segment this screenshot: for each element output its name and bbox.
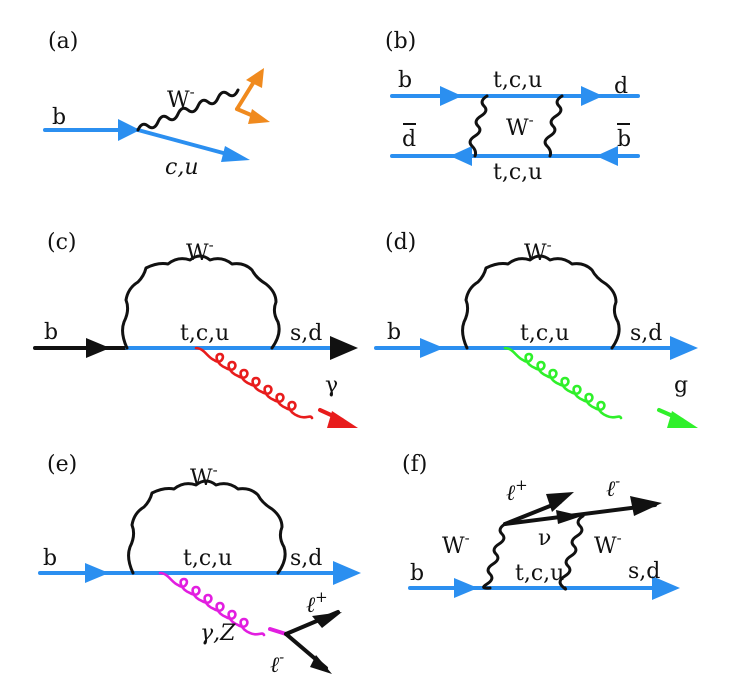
panel-b-bbar-label: b: [617, 127, 631, 152]
panel-d-tcu-label: t,c,u: [520, 321, 569, 346]
panel-d-b-arrow: [420, 338, 444, 358]
panel-b-top-tcu-label: t,c,u: [493, 68, 542, 93]
panel-f-b-label: b: [410, 561, 424, 586]
panel-f-neutrino-arrow: [556, 510, 582, 524]
panel-b-bottom-arrow-right: [596, 146, 618, 166]
panel-a-w-boson: [136, 88, 240, 132]
panel-e-w-boson-loop: [127, 479, 287, 575]
panel-b-w-label: W-: [506, 111, 534, 141]
panel-c-photon-arrow: [327, 411, 358, 428]
panel-f-sd-arrow: [652, 576, 680, 600]
panel-e-gz-tail: [268, 627, 288, 636]
panel-d-sd-arrow: [670, 336, 698, 360]
panel-d-gluon-arrow: [667, 411, 698, 428]
panel-b-w-boson-right: [543, 94, 564, 158]
panel-f-lepton-minus-label: ℓ-: [606, 472, 620, 502]
panel-f-lepton-line: [503, 503, 657, 526]
panel-e-b-label: b: [43, 546, 57, 571]
panel-e-sd-arrow: [333, 561, 361, 585]
panel-f-tag: (f): [402, 452, 427, 477]
panel-e-w-label: W-: [190, 461, 218, 491]
panel-e-lepton-plus-label: ℓ+: [306, 588, 328, 618]
panel-a-decay-up-arrow: [246, 68, 264, 88]
panel-c-b-quark-arrow: [86, 338, 110, 358]
panel-e-sd-label: s,d: [290, 546, 322, 571]
panel-f-nu-label: ν: [538, 526, 551, 551]
panel-b-tag: (b): [385, 29, 416, 54]
panel-c-sd-label: s,d: [290, 321, 322, 346]
panel-a-cu-quark-arrow: [221, 146, 250, 162]
panel-a-b-label: b: [52, 105, 66, 130]
panel-a-decay-down-arrow: [248, 109, 270, 124]
panel-b-w-boson-left: [468, 94, 489, 158]
panel-b-top-arrow-left: [440, 86, 462, 106]
panel-f-lepton-plus-label: ℓ+: [506, 476, 528, 506]
panel-e-gz-label: γ,Z: [200, 621, 236, 646]
panel-d-w-label: W-: [524, 236, 552, 266]
panel-a-tag: (a): [48, 29, 78, 54]
panel-f-lepton-plus-arrow: [546, 492, 574, 512]
panel-f-sd-label: s,d: [628, 559, 660, 584]
panel-c: (c) b W- t,c,u s,d γ: [33, 230, 358, 428]
panel-d-w-boson-loop: [461, 254, 621, 350]
panel-e-lepton-minus-arrow: [310, 655, 332, 674]
panel-e-tcu-label: t,c,u: [183, 546, 232, 571]
panel-f-tcu-label: t,c,u: [515, 561, 564, 586]
panel-c-gamma-label: γ: [325, 373, 338, 398]
panel-e-gz-coil: [158, 571, 266, 637]
panel-b-top-arrow-right: [581, 86, 603, 106]
panel-f: (f) b W- W- s,d t,c,u ν ℓ+ ℓ-: [402, 452, 680, 600]
panel-a-cu-quark-line: [136, 128, 240, 159]
panel-a-b-quark-arrow: [118, 119, 140, 141]
panel-c-tag: (c): [47, 230, 77, 255]
panel-d-b-label: b: [387, 320, 401, 345]
panel-e-b-arrow: [85, 563, 109, 583]
panel-f-b-arrow: [454, 578, 478, 598]
panel-b-b-label: b: [398, 68, 412, 93]
panel-d-tag: (d): [385, 230, 416, 255]
panel-c-w-label: W-: [186, 236, 214, 266]
panel-e: (e) b W- t,c,u s,d γ,Z ℓ+ ℓ-: [38, 452, 361, 678]
panel-b: (b) b d d b t,c,u t,c,u W-: [385, 29, 640, 185]
panel-f-w-right: [558, 514, 585, 591]
panel-b-dbar-label: d: [402, 127, 416, 152]
panel-d-sd-label: s,d: [630, 321, 662, 346]
panel-c-photon-coil: [194, 346, 314, 420]
panel-e-lepton-minus-label: ℓ-: [270, 648, 284, 678]
panel-b-bottom-arrow-left: [450, 146, 472, 166]
panel-f-w-left: [482, 522, 507, 590]
panel-a: (a) b W- c,u: [43, 29, 270, 180]
panel-a-decay-up: [235, 78, 257, 111]
panel-c-b-label: b: [44, 320, 58, 345]
panel-d-g-label: g: [674, 373, 688, 398]
panel-f-wl-label: W-: [442, 529, 470, 559]
panel-d-gluon-coil: [503, 346, 623, 420]
panel-b-bottom-tcu-label: t,c,u: [493, 160, 542, 185]
panel-c-tcu-label: t,c,u: [180, 321, 229, 346]
panel-e-tag: (e): [47, 452, 77, 477]
panel-c-w-boson-loop: [121, 254, 281, 350]
panel-e-lepton-plus-arrow: [312, 612, 342, 628]
panel-f-wr-label: W-: [594, 529, 622, 559]
panel-a-w-label: W-: [167, 83, 195, 113]
panel-f-lepton-minus-arrow: [630, 496, 662, 516]
panel-b-d-label: d: [614, 74, 628, 99]
panel-c-sd-quark-arrow: [330, 336, 358, 360]
panel-a-cu-label: c,u: [165, 155, 198, 180]
panel-d: (d) b W- t,c,u s,d g: [374, 230, 698, 428]
